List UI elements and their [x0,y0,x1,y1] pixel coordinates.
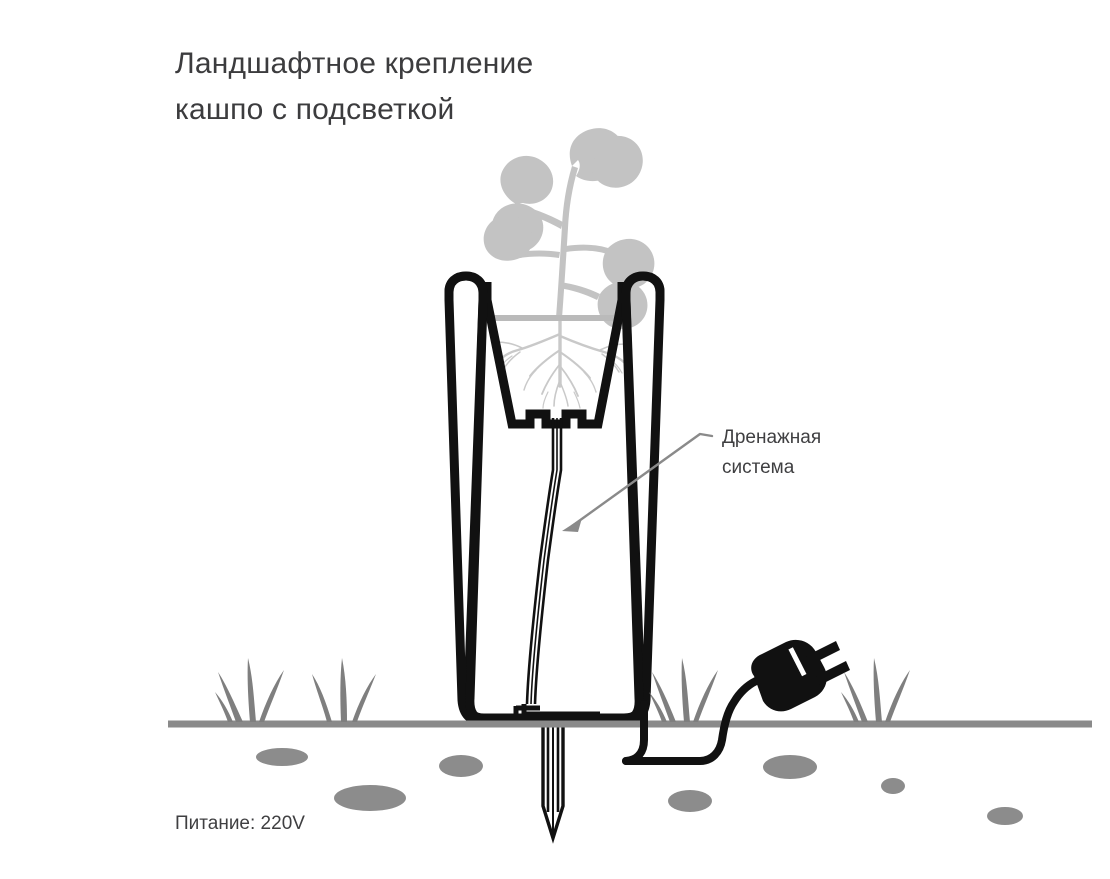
stone [668,790,712,812]
callout-leader-line [570,432,714,528]
grass-tuft [215,658,284,722]
plug-collar [788,647,807,677]
soil-stones [256,748,1023,825]
stone [987,807,1023,825]
planter-wall-right [618,271,665,725]
plant-silhouette [483,128,655,330]
stone [763,755,817,779]
grass-tuft [312,658,376,722]
stone [256,748,308,766]
plug-prong-upper [806,641,840,665]
callout-label-drainage: Дренажная система [722,427,822,478]
plant-branch-left-mid [518,250,560,258]
plant-branch-right-lower [559,282,600,300]
planter-wall-left [444,271,491,725]
drain-tube-right-edge [533,418,563,705]
power-caption: Питание: 220V [175,813,305,834]
plant-leaf-left-lower [483,215,533,261]
plant-branch-right [566,244,608,254]
ground-stake [541,724,565,844]
stone [334,785,406,811]
drain-tube-left-edge [525,418,555,705]
callout-arrowhead-icon [562,518,582,532]
page-title: Ландшафтное крепление кашпо с подсветкой [175,47,534,126]
plant-stem [556,166,578,318]
grass-tufts [215,658,910,722]
power-plug [751,639,850,712]
drain-tube-center-line [530,418,558,705]
grass-tuft [649,658,718,722]
callout-leader [562,432,714,532]
plug-prong-lower [816,661,850,685]
drain-outlet-fitting [513,704,540,718]
stone [881,778,905,794]
grass-tuft [841,658,910,722]
inner-pot-liner [482,282,627,429]
plant-leaf-top-right [591,135,643,188]
plant-leaf-left-upper [500,155,554,204]
stone [439,755,483,777]
power-cord-run [622,677,760,765]
